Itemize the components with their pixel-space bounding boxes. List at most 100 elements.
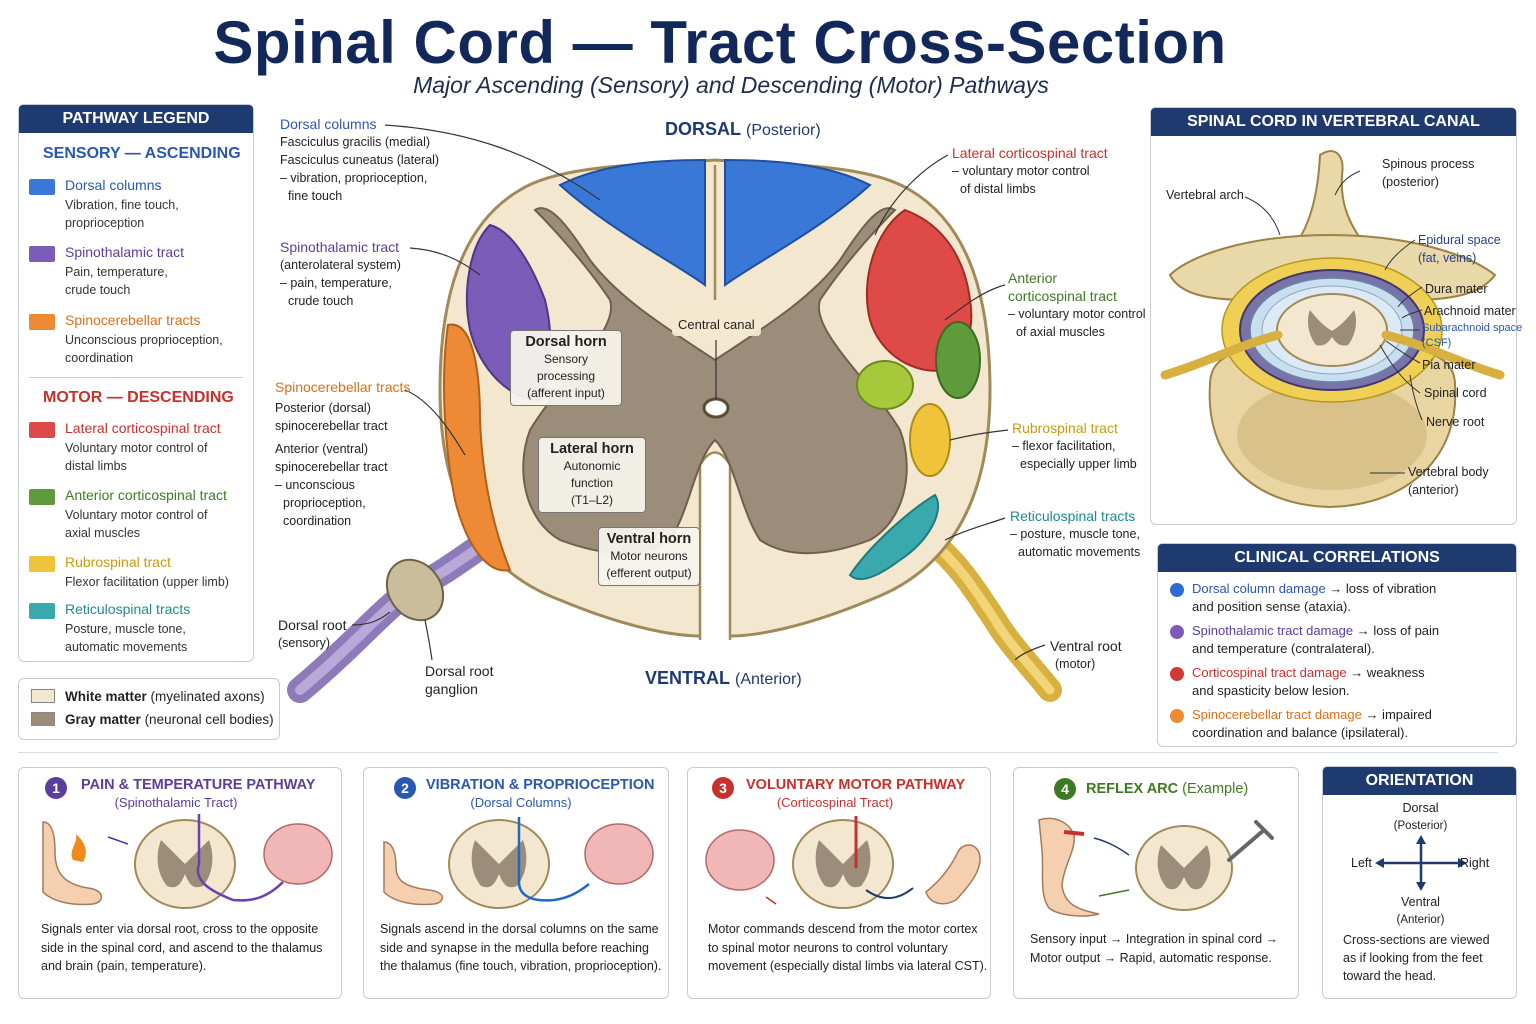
leader-dorsal-columns xyxy=(384,124,601,201)
gray-matter-small xyxy=(1308,310,1356,346)
section-divider xyxy=(18,752,1498,753)
ann-title: Reticulospinal tracts xyxy=(1010,508,1136,524)
page-subtitle: Major Ascending (Sensory) and Descending… xyxy=(413,72,1049,98)
vert-label-pia: Pia mater xyxy=(1422,358,1476,372)
ann-line: especially upper limb xyxy=(1020,457,1137,471)
leader-spinocerebellar xyxy=(404,389,466,456)
leader-dorsal-root xyxy=(351,611,391,626)
central-canal-text: Central canal xyxy=(678,317,755,332)
vibration-pathway-illustration xyxy=(383,817,654,909)
clinical-dot xyxy=(1170,625,1184,639)
orientation-dorsal: Dorsal (Posterior) xyxy=(1323,799,1518,835)
gray-matter-key: Gray matter (neuronal cell bodies) xyxy=(31,712,274,727)
card-text: Sensory input → Integration in spinal co… xyxy=(1030,930,1295,967)
legend-desc: Vibration, fine touch, proprioception xyxy=(65,198,179,230)
orientation-dorsal-sub: (Posterior) xyxy=(1393,820,1448,832)
sensory-section-title: SENSORY — ASCENDING xyxy=(43,145,241,162)
vert-label-line: (anterior) xyxy=(1408,483,1459,497)
vert-label-line: Vertebral body xyxy=(1408,465,1489,479)
anterior-corticospinal-tract xyxy=(935,321,981,399)
spinothalamic-swatch xyxy=(29,246,55,262)
clinical-rest: → impaired xyxy=(1361,707,1432,722)
ann-title: Dorsal root xyxy=(278,617,347,633)
leader-cord xyxy=(1379,344,1421,394)
legend-name: Spinocerebellar tracts xyxy=(65,312,201,328)
ann-line: Fasciculus cuneatus (lateral) xyxy=(280,153,440,167)
card-number: 4 xyxy=(1054,778,1076,800)
annotation-dorsal-root: Dorsal root (sensory) xyxy=(278,616,346,652)
clinical-line2: and spasticity below lesion. xyxy=(1192,683,1350,698)
clinical-name: Corticospinal tract damage xyxy=(1192,665,1347,680)
pathway-card-reflex-arc: 4 REFLEX ARC (Example) Sensory input → I… xyxy=(1013,767,1299,999)
cord-gray-icon xyxy=(471,840,527,888)
leader-rubrospinal xyxy=(949,429,1009,441)
card-number: 3 xyxy=(712,777,734,799)
vert-label-line: (fat, veins) xyxy=(1418,251,1477,265)
ann-line: (anterolateral system) xyxy=(280,258,401,272)
legend-name: Anterior corticospinal tract xyxy=(65,487,227,503)
ann-title: Spinocerebellar tracts xyxy=(275,379,411,395)
orientation-note-line: as if looking from the feet xyxy=(1343,951,1483,965)
vert-label-line: Subarachnoid space xyxy=(1422,322,1523,334)
legend-header: PATHWAY LEGEND xyxy=(19,105,253,133)
leader-drg xyxy=(424,619,433,661)
knee-tap-mark xyxy=(1063,830,1085,836)
leader-epidural xyxy=(1384,239,1416,271)
ann-line: Anterior (ventral) xyxy=(275,442,369,456)
arm-icon xyxy=(925,844,981,905)
legend-name: Dorsal columns xyxy=(65,177,162,193)
pathway-card-vibration: 2 VIBRATION & PROPRIOCEPTION (Dorsal Col… xyxy=(363,767,669,999)
arrow-into-cord xyxy=(107,836,129,845)
vert-label-subarachnoid: Subarachnoid space(CSF) xyxy=(1422,321,1522,351)
card-text-line: movement (especially distal limbs via la… xyxy=(708,959,988,973)
gray-matter-label: Gray matter xyxy=(65,712,141,727)
card-text-line: and brain (pain, temperature). xyxy=(41,959,207,973)
ann-line: – flexor facilitation, xyxy=(1012,439,1116,453)
legend-name: Lateral corticospinal tract xyxy=(65,420,221,436)
annotation-ventral-root: Ventral root (motor) xyxy=(1050,637,1122,673)
vert-label-line: Epidural space xyxy=(1418,233,1501,247)
annotation-rubrospinal: Rubrospinal tract – flexor facilitation,… xyxy=(1012,419,1137,473)
dorsal-horn-title: Dorsal horn xyxy=(525,334,607,350)
clinical-line2: coordination and balance (ipsilateral). xyxy=(1192,725,1409,740)
dorsal-word: DORSAL xyxy=(665,119,741,139)
orientation-dorsal-text: Dorsal xyxy=(1402,801,1439,815)
annotation-dorsal-columns: Dorsal columns Fasciculus gracilis (medi… xyxy=(280,115,439,205)
ann-line: fine touch xyxy=(288,189,343,203)
flame-icon xyxy=(71,834,86,862)
leader-ventral-root xyxy=(1014,644,1046,661)
ann-title: Anterior xyxy=(1008,270,1058,286)
ventral-paren: (Anterior) xyxy=(735,671,802,688)
white-matter-swatch xyxy=(31,689,55,703)
ann-line: coordination xyxy=(283,514,352,528)
leader-pia xyxy=(1385,340,1421,364)
ventral-horn-title: Ventral horn xyxy=(606,531,692,547)
clinical-line2: and temperature (contralateral). xyxy=(1192,641,1375,656)
white-matter-key: White matter (myelinated axons) xyxy=(31,689,265,704)
orientation-panel: ORIENTATION Dorsal(Posterior) Left Right… xyxy=(1322,766,1517,999)
ann-line: – vibration, proprioception, xyxy=(280,171,428,185)
clinical-rest: → weakness xyxy=(1346,665,1425,680)
ann-title: corticospinal tract xyxy=(1008,288,1117,304)
anterior-cst-swatch xyxy=(29,489,55,505)
vert-label-arachnoid: Arachnoid mater xyxy=(1424,304,1516,318)
orientation-ventral: Ventral(Anterior) xyxy=(1323,893,1518,929)
ann-title: Dorsal columns xyxy=(280,116,377,132)
clinical-rest: → loss of vibration xyxy=(1325,581,1437,596)
lateral-horn-line1: Autonomic function xyxy=(563,459,621,490)
legend-desc: Voluntary motor control of axial muscles xyxy=(65,508,208,540)
vert-label-body: Vertebral body (anterior) xyxy=(1408,463,1489,499)
card-title-text: REFLEX ARC xyxy=(1086,781,1179,797)
gray-matter-desc: (neuronal cell bodies) xyxy=(144,712,274,727)
card-subtitle: (Dorsal Columns) xyxy=(470,795,572,810)
vert-label-epidural: Epidural space (fat, veins) xyxy=(1418,231,1501,267)
foot-icon xyxy=(383,841,444,906)
ann-line: crude touch xyxy=(288,294,354,308)
legend-desc: Voluntary motor control of distal limbs xyxy=(65,441,208,473)
orientation-header: ORIENTATION xyxy=(1323,767,1516,795)
white-matter-label: White matter xyxy=(65,689,147,704)
reticulospinal-swatch xyxy=(29,603,55,619)
vert-label-nerve-root: Nerve root xyxy=(1426,415,1485,429)
ann-line: (motor) xyxy=(1055,657,1096,671)
arrow-to-cord xyxy=(765,896,777,905)
